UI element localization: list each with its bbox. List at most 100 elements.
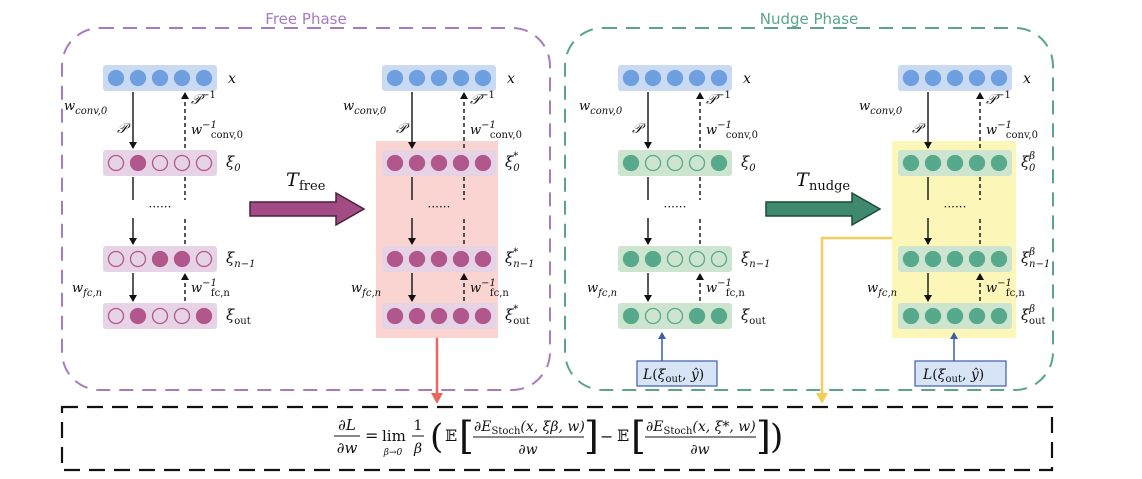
neuron-input-3	[688, 69, 706, 87]
layer-xiout	[103, 303, 217, 329]
neuron-xiout-2	[946, 307, 964, 325]
label-w-fcn: wfc,n	[867, 281, 897, 299]
neuron-input-4	[710, 69, 728, 87]
neuron-input-4	[990, 69, 1008, 87]
label-xi0: ξ0	[741, 153, 756, 174]
neuron-xi0-3	[968, 154, 986, 172]
svg-text:∂EStoch(x, ξ*, w): ∂EStoch(x, ξ*, w)	[646, 419, 756, 437]
label-xi0: ξ0	[226, 153, 241, 174]
formula-bracket-r2: ]	[756, 414, 771, 458]
t-free-arrow: T free	[249, 169, 366, 227]
nudge-phase-border	[564, 27, 1054, 391]
neuron-xin1-0	[386, 250, 404, 268]
neuron-xiout-1	[644, 307, 662, 325]
neuron-input-3	[968, 69, 986, 87]
neuron-xin1-4	[195, 250, 213, 268]
label-P: 𝒫	[396, 121, 410, 137]
free-phase-title: Free Phase	[265, 10, 346, 28]
loss-sub: out	[665, 374, 681, 385]
neuron-xi0-3	[688, 154, 706, 172]
label-xiout: ξout	[741, 306, 766, 327]
neuron-xi0-1	[408, 154, 426, 172]
loss-box-nudge-converged: L(ξout, ŷ)	[914, 332, 1007, 387]
formula-bracket-l1: [	[459, 414, 474, 458]
formula-lhs-num: ∂L	[338, 416, 356, 434]
neuron-xiout-0	[386, 307, 404, 325]
neuron-xi0-0	[902, 154, 920, 172]
neuron-input-1	[924, 69, 942, 87]
layer-xi0	[618, 150, 732, 176]
svg-text:L(ξout, ŷ): L(ξout, ŷ)	[922, 366, 984, 385]
neuron-input-2	[946, 69, 964, 87]
neuron-xiout-2	[151, 307, 169, 325]
formula-paren-right: )	[770, 417, 783, 457]
neuron-xi0-2	[666, 154, 684, 172]
label-x: x	[743, 71, 751, 87]
label-xin1: ξ*n−1	[505, 247, 534, 270]
neuron-input-4	[195, 69, 213, 87]
neuron-xi0-1	[644, 154, 662, 172]
neuron-xi0-0	[107, 154, 125, 172]
label-w-conv0: wconv,0	[64, 99, 108, 117]
label-xiout: ξ*out	[505, 304, 530, 327]
label-x: x	[507, 71, 515, 87]
label-P: 𝒫	[117, 121, 131, 137]
neuron-input-1	[644, 69, 662, 87]
neuron-xi0-4	[195, 154, 213, 172]
formula-expect-1: 𝔼	[445, 426, 457, 445]
neuron-xi0-3	[452, 154, 470, 172]
label-P-inv: 𝒫−1	[191, 90, 216, 108]
label-xin1: ξn−1	[741, 249, 770, 270]
nudge-to-formula-arrow	[816, 236, 892, 404]
layer-xin1	[618, 246, 732, 272]
formula-bracket-r1: ]	[584, 414, 599, 458]
neuron-input-0	[386, 69, 404, 87]
label-P: 𝒫	[632, 121, 646, 137]
svg-text:∂EStoch(x, ξβ, w): ∂EStoch(x, ξβ, w)	[474, 419, 585, 437]
neuron-xin1-4	[990, 250, 1008, 268]
neuron-xiout-3	[968, 307, 986, 325]
label-P-inv: 𝒫−1	[986, 90, 1011, 108]
t-free-label: T	[286, 169, 300, 191]
neuron-xin1-4	[474, 250, 492, 268]
neuron-xi0-1	[924, 154, 942, 172]
ellipsis-dots: ······	[428, 200, 451, 214]
label-P-inv: 𝒫−1	[706, 90, 731, 108]
neuron-xin1-2	[666, 250, 684, 268]
neuron-xi0-0	[622, 154, 640, 172]
neuron-input-1	[408, 69, 426, 87]
ellipsis-dots: ······	[149, 200, 172, 214]
layer-xiout	[618, 303, 732, 329]
neuron-xi0-4	[990, 154, 1008, 172]
formula-lim: lim	[382, 427, 406, 445]
neuron-xin1-1	[408, 250, 426, 268]
neuron-xiout-3	[688, 307, 706, 325]
label-w-fcn: wfc,n	[587, 281, 617, 299]
label-x: x	[228, 71, 236, 87]
label-xin1: ξn−1	[226, 249, 255, 270]
nudge-phase-title: Nudge Phase	[760, 10, 859, 28]
formula-paren-left: (	[430, 417, 443, 457]
neuron-xi0-2	[430, 154, 448, 172]
neuron-xiout-0	[622, 307, 640, 325]
neuron-xiout-1	[924, 307, 942, 325]
label-w-conv0: wconv,0	[859, 99, 903, 117]
label-xiout: ξout	[226, 306, 251, 327]
free-phase-border	[61, 27, 551, 391]
formula-eq: =	[365, 426, 378, 445]
neuron-input-0	[902, 69, 920, 87]
neuron-xi0-4	[710, 154, 728, 172]
t-nudge-arrow: T nudge	[765, 169, 882, 227]
neuron-xin1-0	[622, 250, 640, 268]
neuron-xiout-4	[990, 307, 1008, 325]
neuron-xin1-3	[688, 250, 706, 268]
neuron-xiout-0	[902, 307, 920, 325]
ellipsis-dots: ······	[944, 200, 967, 214]
